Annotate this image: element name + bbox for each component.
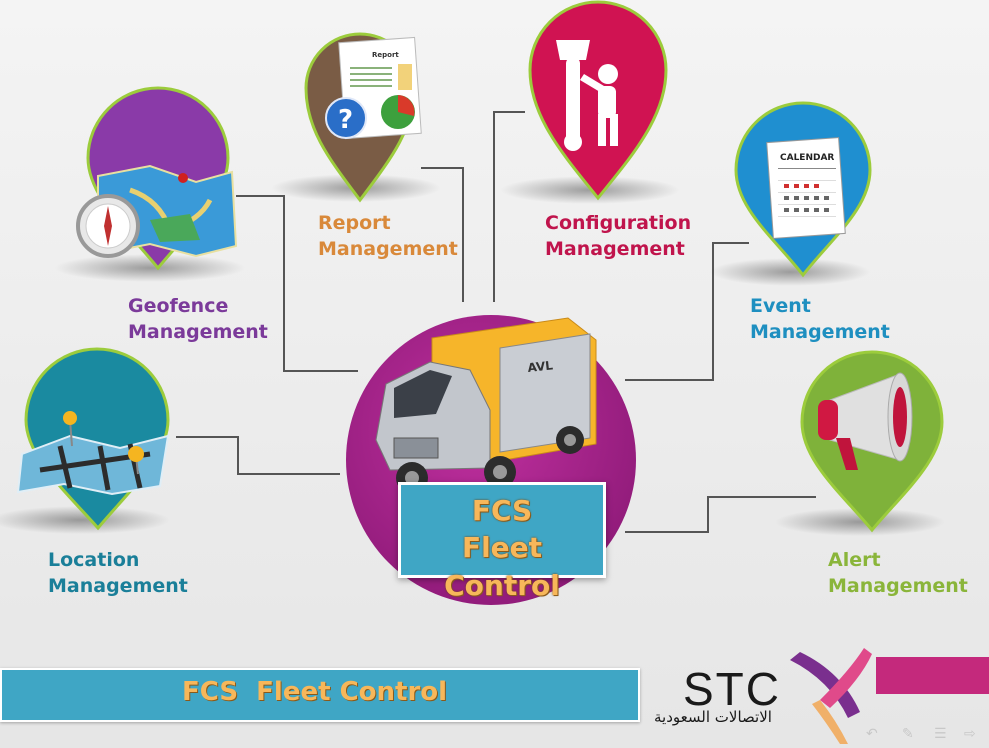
forward-arrow-icon[interactable]: ⇨	[964, 726, 976, 742]
label-report: Report Management	[318, 210, 458, 262]
footer-bar	[0, 668, 640, 722]
label-alert-line2: Management	[828, 575, 968, 597]
label-event-line1: Event	[750, 295, 811, 317]
stc-logo-arabic: الاتصالات السعودية	[654, 708, 772, 726]
map-compass-icon	[76, 164, 238, 258]
pin-shadow	[55, 254, 245, 282]
label-geofence-line2: Management	[128, 321, 268, 343]
pin-location	[24, 347, 170, 531]
menu-icon[interactable]: ☰	[934, 726, 947, 742]
connector-report	[421, 167, 464, 302]
label-event-line2: Management	[750, 321, 890, 343]
label-location-line2: Management	[48, 575, 188, 597]
calendar-icon: CALENDAR	[766, 137, 846, 239]
center-title-line1: FCS	[471, 494, 533, 527]
label-report-line1: Report	[318, 212, 391, 234]
label-alert: Alert Management	[828, 547, 968, 599]
label-location: Location Management	[48, 547, 188, 599]
svg-text:?: ?	[338, 105, 353, 135]
label-configuration-line2: Management	[545, 238, 685, 260]
pin-shadow	[0, 506, 170, 534]
city-map-icon	[16, 411, 170, 496]
connector-configuration	[493, 111, 525, 302]
pin-shadow	[710, 258, 870, 286]
stc-swoosh-icon	[790, 648, 872, 744]
connector-lines	[176, 111, 816, 533]
connector-event	[625, 242, 749, 381]
label-location-line1: Location	[48, 549, 140, 571]
truck-icon: AVL	[375, 317, 597, 494]
center-title-line2: Fleet Control	[444, 531, 560, 602]
connector-location	[176, 436, 340, 475]
label-configuration: Configuration Management	[545, 210, 691, 262]
label-geofence: Geofence Management	[128, 293, 268, 345]
label-alert-line1: Alert	[828, 549, 881, 571]
connector-alert	[625, 496, 816, 533]
label-configuration-line1: Configuration	[545, 212, 692, 234]
megaphone-icon	[818, 372, 913, 470]
center-title-box: FCS Fleet Control	[398, 482, 606, 602]
magenta-accent-bar	[876, 657, 989, 694]
label-event: Event Management	[750, 293, 890, 345]
stc-logo-text: STC	[683, 663, 781, 715]
truck-sign: AVL	[527, 358, 554, 375]
wrench-worker-icon	[556, 40, 618, 151]
connector-geofence	[236, 195, 358, 372]
report-icon-title: Report	[372, 51, 399, 59]
back-arrow-icon[interactable]: ↶	[866, 726, 878, 742]
footer-title: FCS Fleet Control	[182, 677, 448, 707]
pen-icon[interactable]: ✎	[902, 726, 914, 742]
label-geofence-line1: Geofence	[128, 295, 229, 317]
pin-shadow	[775, 508, 945, 536]
label-report-line2: Management	[318, 238, 458, 260]
calendar-icon-title: CALENDAR	[780, 153, 834, 163]
report-icon: Report ?	[325, 36, 422, 140]
